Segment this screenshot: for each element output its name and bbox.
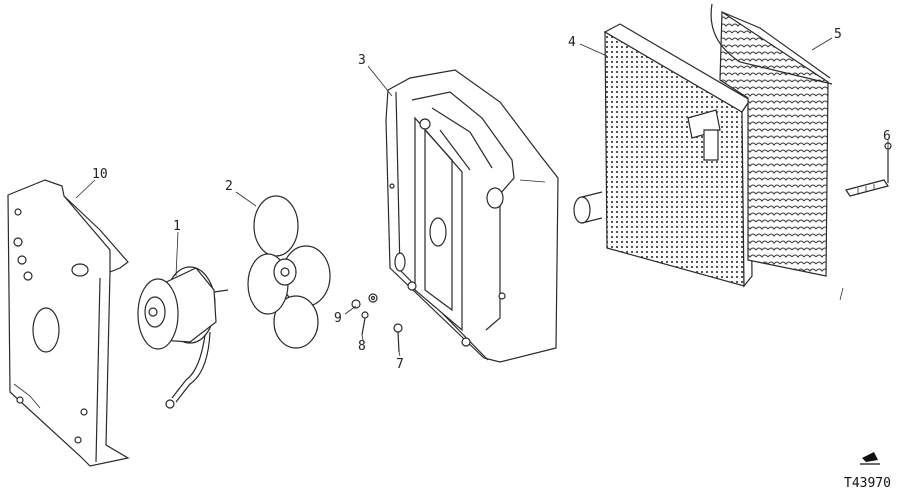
callout-4: 4 — [568, 35, 576, 50]
leader-9 — [344, 305, 357, 315]
leader-lines — [75, 37, 889, 357]
leader-1 — [175, 231, 179, 277]
heater-core-part-4 — [573, 23, 753, 288]
housing-part-3 — [385, 69, 559, 363]
screw-part-8 — [361, 311, 369, 336]
callout-10: 10 — [92, 167, 108, 182]
leader-3 — [367, 65, 393, 97]
fan-part-2 — [247, 195, 331, 349]
leader-2 — [235, 191, 257, 207]
mounting-bracket-part-10 — [7, 179, 130, 467]
publisher-logo — [860, 452, 880, 465]
leader-5 — [811, 37, 833, 51]
callout-3: 3 — [358, 53, 366, 68]
blower-motor-part-1 — [137, 266, 229, 409]
callout-5: 5 — [834, 27, 842, 42]
callout-8: 8 — [358, 339, 366, 354]
grille-part-5 — [710, 3, 844, 301]
callout-2: 2 — [225, 179, 233, 194]
callout-6: 6 — [883, 129, 891, 144]
leader-8 — [361, 334, 364, 341]
leader-10 — [75, 179, 96, 199]
callout-7: 7 — [396, 357, 404, 372]
figure-id: T43970 — [844, 476, 891, 490]
hose-fitting-part-6 — [845, 142, 892, 197]
callout-9: 9 — [334, 311, 342, 326]
screw-part-7 — [393, 323, 403, 353]
callout-labels: 10 1 2 3 4 5 6 7 8 9 — [92, 27, 891, 372]
leader-4 — [579, 43, 608, 57]
washer-part-9 — [351, 293, 378, 309]
callout-1: 1 — [173, 219, 181, 234]
leader-7 — [398, 351, 401, 357]
